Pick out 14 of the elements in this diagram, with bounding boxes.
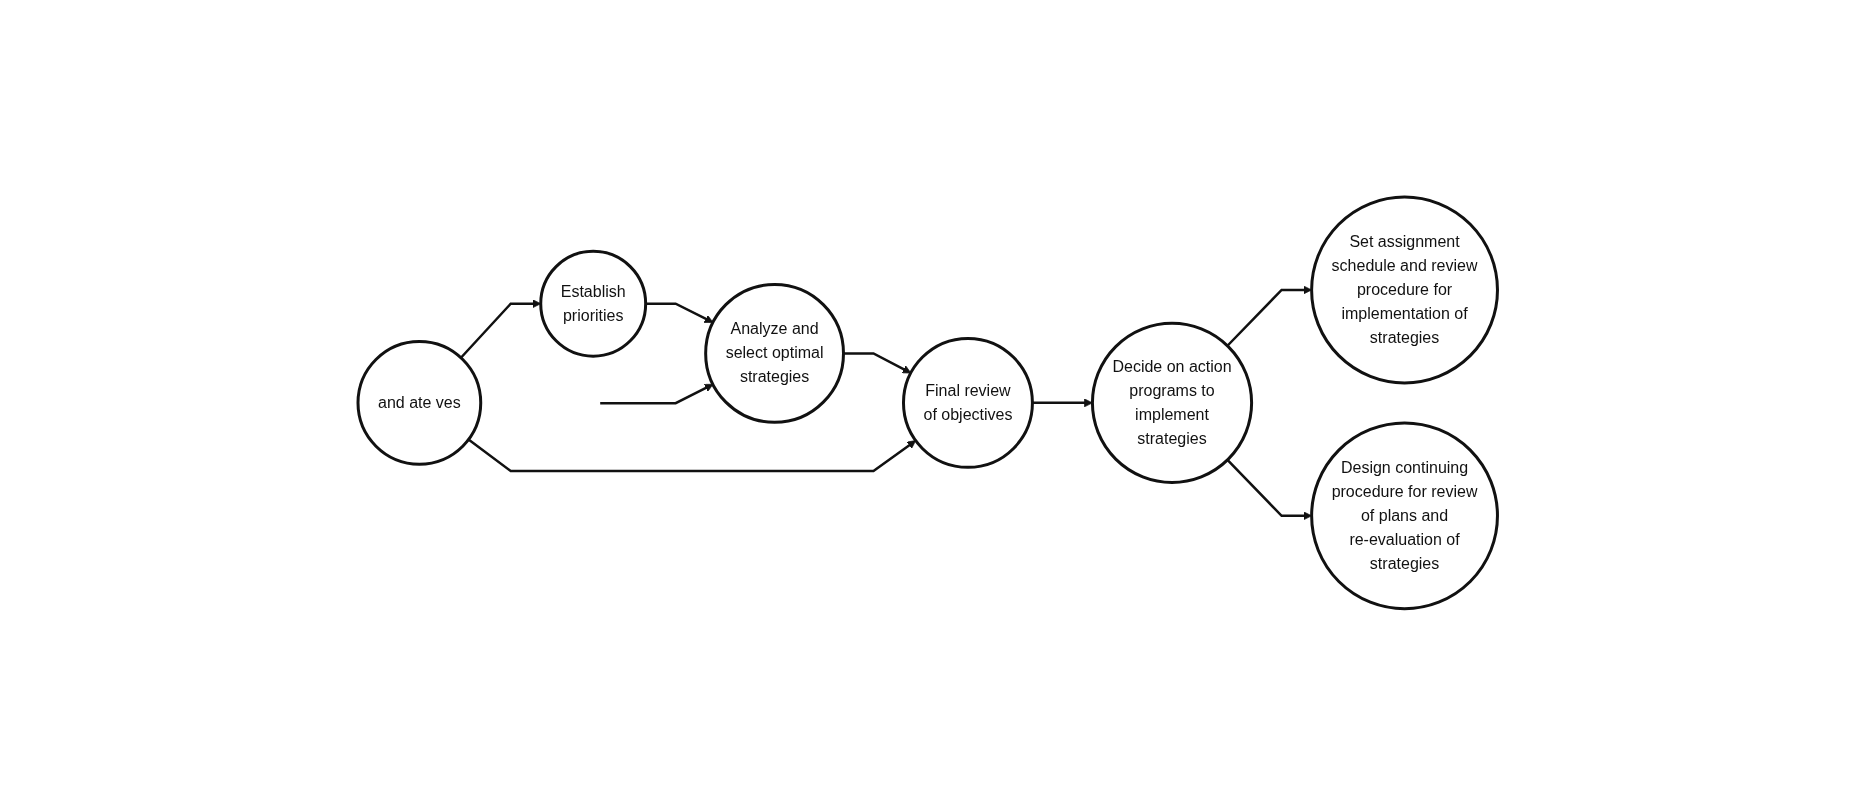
arrow xyxy=(600,384,714,405)
arrow xyxy=(468,438,917,473)
node-circle: Design continuing procedure for review of plans and re-evaluation of strategies xyxy=(1310,421,1500,611)
arrow xyxy=(645,302,714,323)
arrow xyxy=(843,352,912,374)
node-circle: Analyze and select optimal strategies xyxy=(704,283,846,424)
node-circle: Establish priorities xyxy=(539,249,648,358)
arrow xyxy=(1226,285,1313,347)
arrow xyxy=(460,299,542,359)
node-circle: Decide on action programs to implement strategies xyxy=(1091,321,1254,485)
arrow xyxy=(1226,459,1313,521)
node-circle: and ate ves xyxy=(356,340,483,466)
node-circle: Final review of objectives xyxy=(902,337,1035,469)
node-circle: Set assignment schedule and review procedure for implementation of strategies xyxy=(1310,195,1500,385)
